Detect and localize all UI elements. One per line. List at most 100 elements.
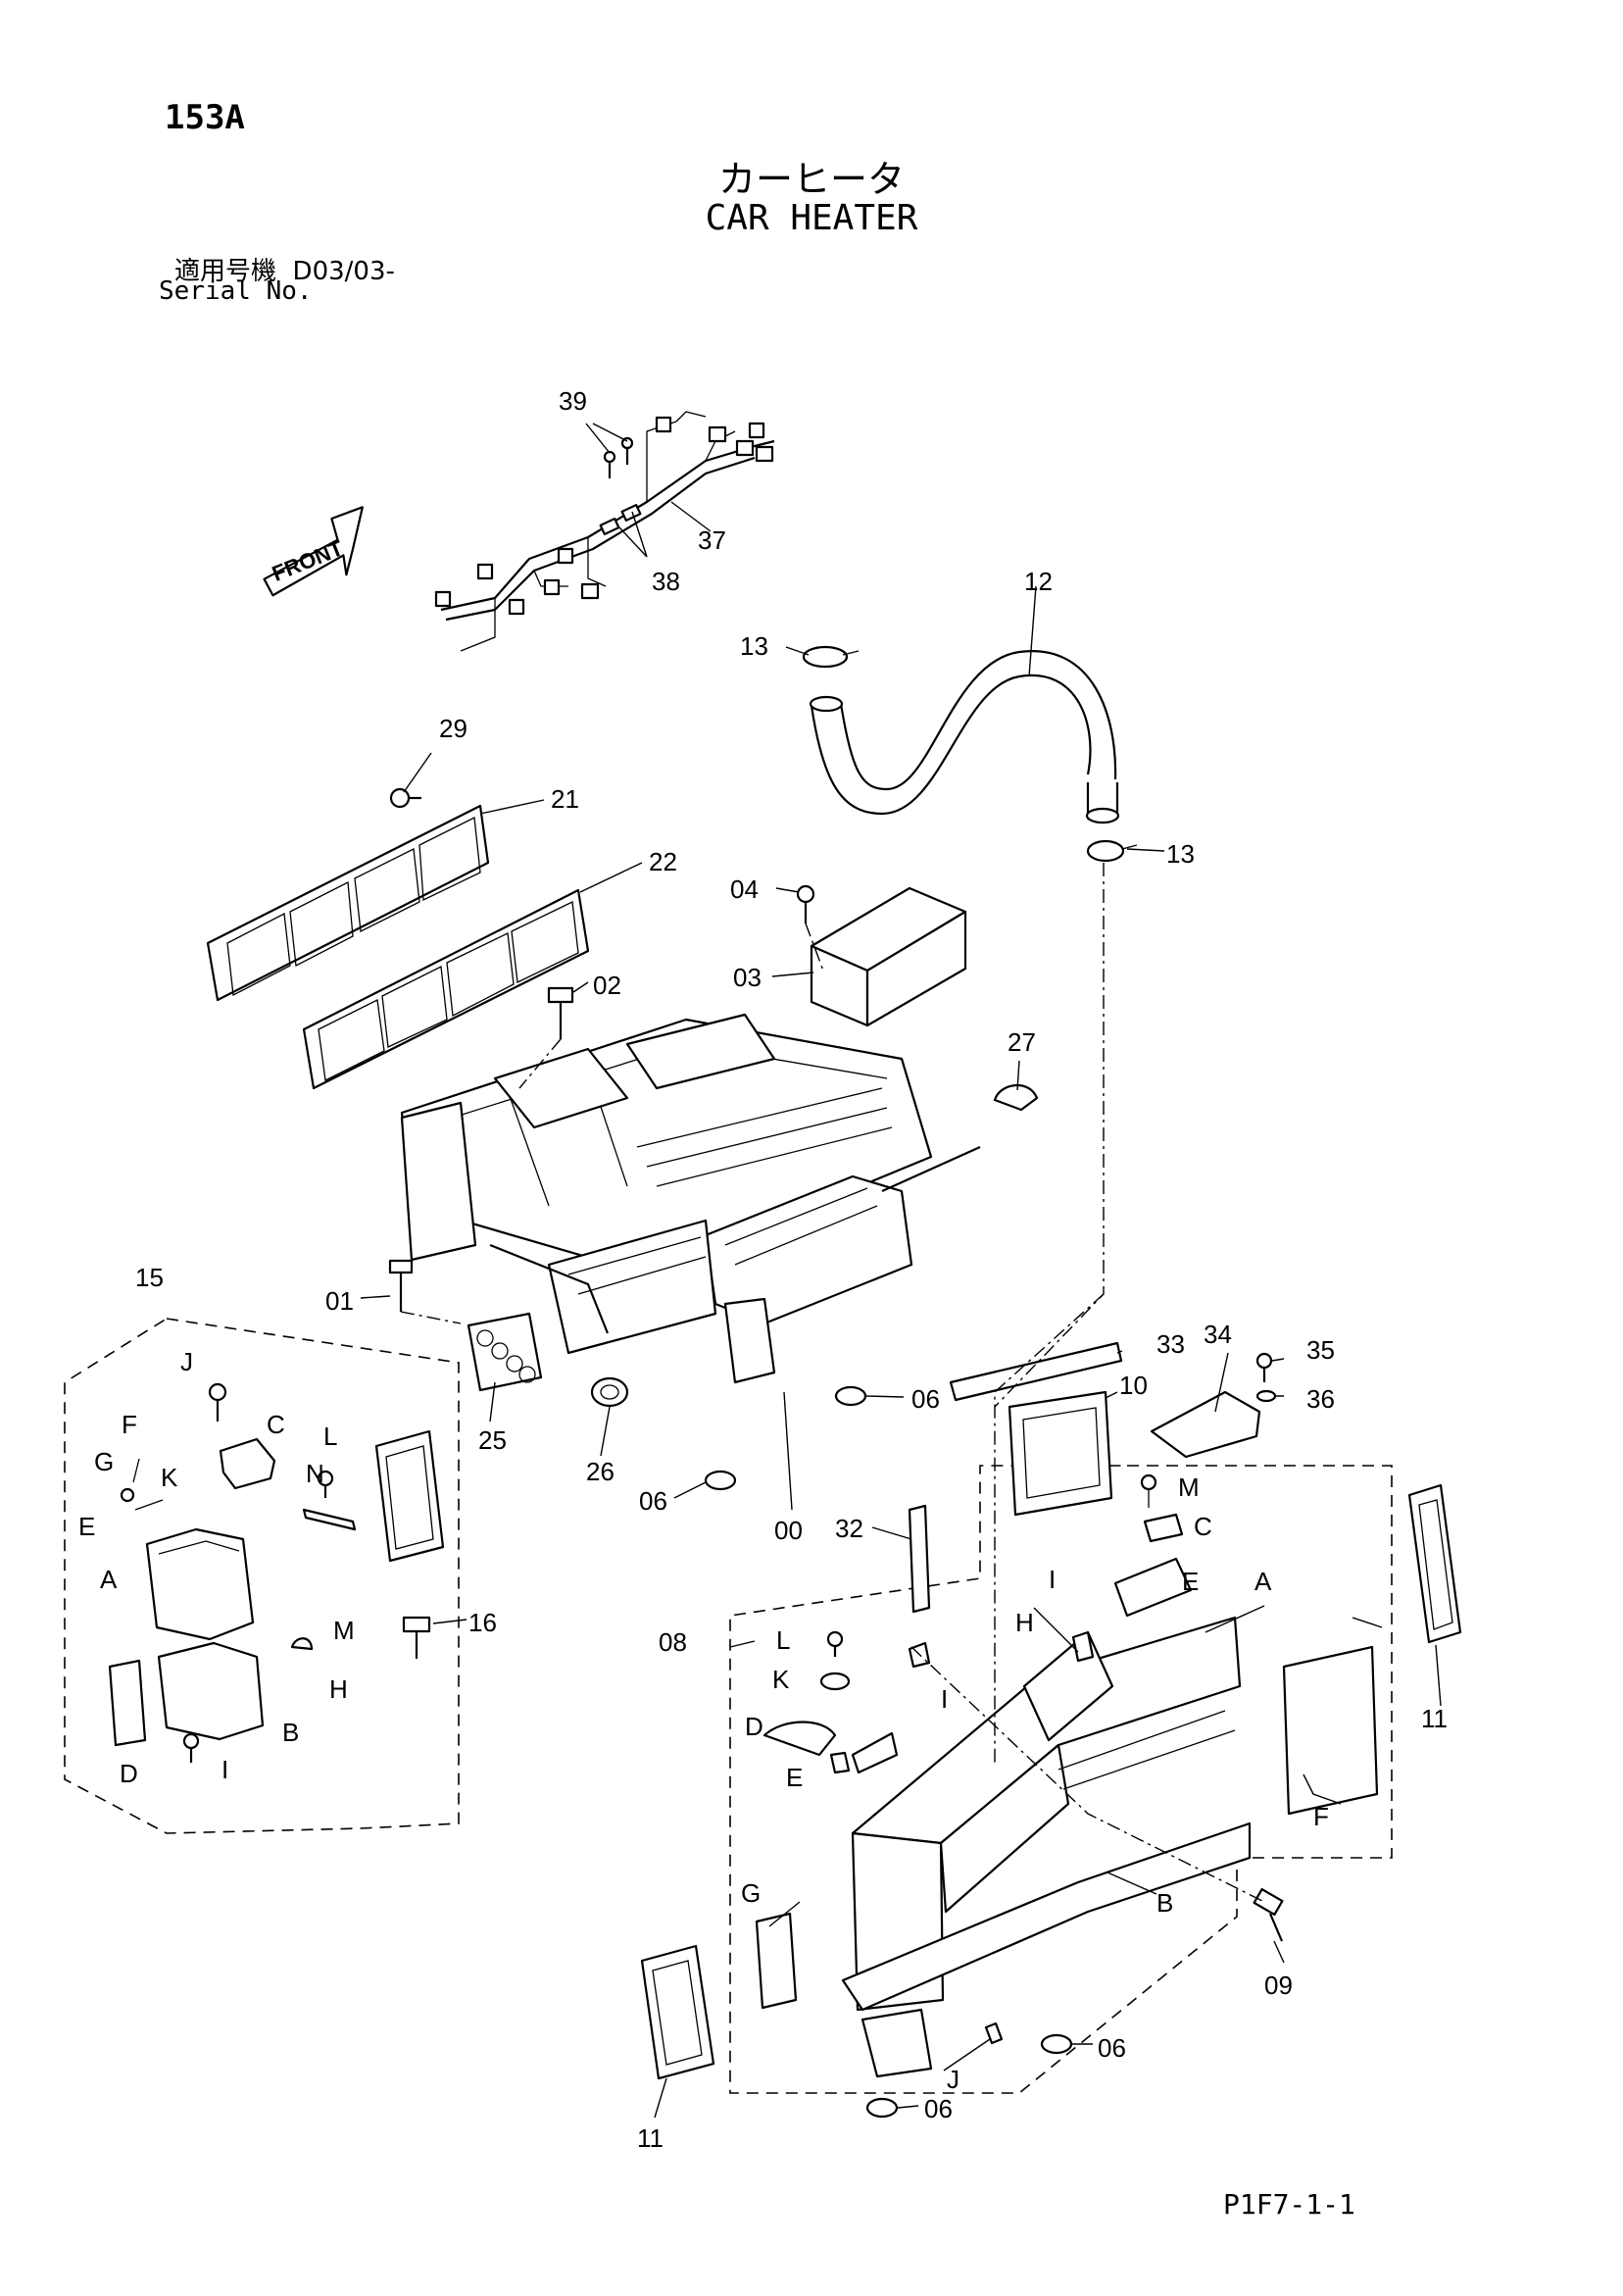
grommet-26 bbox=[590, 1376, 629, 1408]
screw-29 bbox=[389, 787, 421, 809]
callout-04: 04 bbox=[730, 874, 759, 904]
callout-25: 25 bbox=[478, 1425, 507, 1455]
letter-right-F: F bbox=[1313, 1802, 1329, 1831]
callout-32: 32 bbox=[835, 1514, 863, 1543]
heater-hose bbox=[809, 650, 1120, 824]
callout-08: 08 bbox=[659, 1627, 687, 1657]
bolt-16 bbox=[402, 1616, 431, 1659]
letter-left-L: L bbox=[323, 1422, 337, 1451]
letter-right-I1: I bbox=[1049, 1565, 1056, 1594]
bolt-01 bbox=[388, 1259, 414, 1312]
grommet-06a bbox=[834, 1385, 867, 1407]
assembly-guide-lines bbox=[400, 923, 824, 1324]
callout-33: 33 bbox=[1156, 1329, 1185, 1359]
serial-label-jp: 適用号機 bbox=[174, 257, 277, 286]
duct-assembly-08 bbox=[841, 1557, 1252, 2078]
screw-04 bbox=[796, 884, 815, 923]
clip-27 bbox=[993, 1083, 1039, 1112]
front-arrow: FRONT bbox=[263, 506, 364, 597]
callout-38: 38 bbox=[652, 567, 680, 596]
letter-left-H: H bbox=[329, 1674, 348, 1704]
group-15-boundary bbox=[64, 1318, 460, 1834]
letter-left-K: K bbox=[161, 1463, 178, 1492]
callout-15: 15 bbox=[135, 1263, 164, 1292]
letter-left-N: N bbox=[306, 1459, 324, 1488]
callout-26: 26 bbox=[586, 1457, 615, 1486]
letter-left-E: E bbox=[78, 1512, 95, 1541]
letter-right-A: A bbox=[1254, 1567, 1272, 1596]
callout-06-center: 06 bbox=[911, 1384, 940, 1414]
group-15-parts bbox=[108, 1382, 445, 1763]
callout-39: 39 bbox=[559, 386, 587, 416]
callout-11-right: 11 bbox=[1421, 1704, 1448, 1733]
seal-11-left bbox=[640, 1944, 715, 2080]
letter-right-J: J bbox=[947, 2065, 959, 2094]
callout-21: 21 bbox=[551, 784, 579, 814]
duct-parts-lettered bbox=[755, 1473, 1379, 2045]
callout-35: 35 bbox=[1306, 1335, 1335, 1365]
letter-right-G: G bbox=[741, 1878, 761, 1908]
wiring-harness bbox=[434, 411, 775, 652]
filter-frame-21 bbox=[206, 804, 490, 1002]
letter-left-B: B bbox=[282, 1718, 299, 1747]
letter-left-A: A bbox=[100, 1565, 118, 1594]
callout-37: 37 bbox=[698, 525, 726, 555]
seal-11-right bbox=[1407, 1483, 1462, 1644]
letter-right-B: B bbox=[1156, 1888, 1173, 1918]
callout-27: 27 bbox=[1008, 1027, 1036, 1057]
callout-13-right: 13 bbox=[1166, 839, 1195, 869]
letter-left-F: F bbox=[122, 1410, 137, 1439]
bolt-02 bbox=[547, 986, 574, 1039]
footer-code: P1F7-1-1 bbox=[1223, 2188, 1355, 2221]
front-label: FRONT bbox=[269, 535, 347, 586]
letter-left-G: G bbox=[94, 1447, 114, 1476]
leader-lines bbox=[360, 423, 1442, 2119]
grommet-06c bbox=[1040, 2033, 1073, 2055]
callout-16: 16 bbox=[468, 1608, 497, 1637]
seal-frame-10 bbox=[1008, 1390, 1113, 1517]
filter-22 bbox=[302, 888, 590, 1090]
letter-right-H: H bbox=[1015, 1608, 1034, 1637]
hose-clamps bbox=[802, 645, 1138, 863]
callout-11-left: 11 bbox=[637, 2123, 664, 2153]
title-english: CAR HEATER bbox=[705, 198, 918, 238]
serial-value: D03/03- bbox=[292, 257, 395, 286]
callout-06-bottom: 06 bbox=[924, 2094, 953, 2123]
grommet-plate-25 bbox=[467, 1312, 543, 1392]
callout-36: 36 bbox=[1306, 1384, 1335, 1414]
control-box-03 bbox=[810, 886, 967, 1027]
assembly-guide-lines-2 bbox=[910, 1646, 1265, 1903]
grommet-06b bbox=[704, 1470, 737, 1491]
letter-right-K: K bbox=[772, 1665, 790, 1694]
letter-left-I: I bbox=[221, 1755, 228, 1784]
callout-34: 34 bbox=[1204, 1320, 1232, 1349]
callout-12: 12 bbox=[1024, 567, 1053, 596]
callout-10: 10 bbox=[1119, 1371, 1148, 1400]
letter-left-D: D bbox=[120, 1759, 138, 1788]
callout-06-bottom-right: 06 bbox=[1098, 2033, 1126, 2063]
seal-strip-33 bbox=[949, 1341, 1123, 1402]
letter-right-M: M bbox=[1178, 1472, 1200, 1502]
letter-right-I2: I bbox=[941, 1684, 948, 1714]
letter-left-M: M bbox=[333, 1616, 355, 1645]
letter-right-C: C bbox=[1194, 1512, 1212, 1541]
callout-06-left: 06 bbox=[639, 1486, 667, 1516]
bolt-09 bbox=[1253, 1887, 1284, 1942]
callout-13-top: 13 bbox=[740, 631, 768, 661]
letter-right-D: D bbox=[745, 1712, 763, 1741]
page-number: 153A bbox=[165, 98, 245, 137]
title-japanese: カーヒータ bbox=[717, 158, 905, 201]
letter-right-E2: E bbox=[786, 1763, 803, 1792]
letter-right-E1: E bbox=[1182, 1567, 1199, 1596]
callout-03: 03 bbox=[733, 963, 762, 992]
duct-cover-34 bbox=[1150, 1390, 1261, 1459]
callout-00: 00 bbox=[774, 1516, 803, 1545]
letter-right-L: L bbox=[776, 1625, 790, 1655]
callout-09: 09 bbox=[1264, 1971, 1293, 2000]
washer-36 bbox=[1255, 1389, 1277, 1403]
grommet-06d bbox=[865, 2097, 899, 2119]
callout-01: 01 bbox=[325, 1286, 354, 1316]
callout-02: 02 bbox=[593, 971, 621, 1000]
seal-strip-32 bbox=[908, 1504, 931, 1614]
